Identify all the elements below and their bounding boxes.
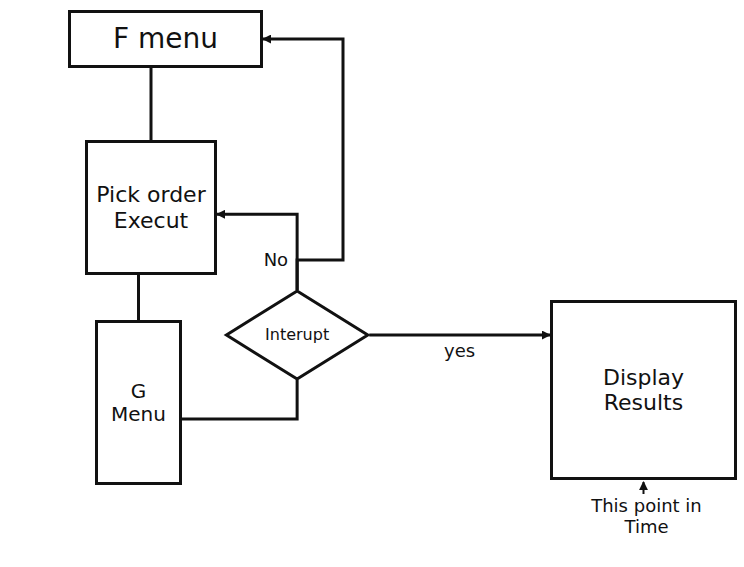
process-box: G Menu: [95, 320, 182, 485]
decision-diamond: Interupt: [225, 290, 369, 380]
process-box: Pick order Execut: [85, 140, 217, 275]
node-text: Interupt: [265, 326, 329, 344]
node-text: G Menu: [106, 380, 171, 426]
process-box: F menu: [68, 10, 263, 68]
flow-connector: [217, 214, 297, 290]
edge-label: No: [261, 250, 291, 271]
leader-arrow: [643, 482, 645, 494]
note-label: This point in Time: [569, 496, 725, 537]
flow-connector: [150, 68, 153, 140]
process-box: Display Results: [550, 300, 737, 480]
node-text: Display Results: [561, 365, 726, 416]
node-text: Pick order Execut: [96, 182, 206, 233]
node-text: F menu: [113, 23, 218, 55]
flow-connector: [182, 380, 297, 419]
flow-connector: [137, 275, 140, 320]
flow-connector: [369, 334, 550, 337]
edge-label: yes: [441, 341, 478, 362]
